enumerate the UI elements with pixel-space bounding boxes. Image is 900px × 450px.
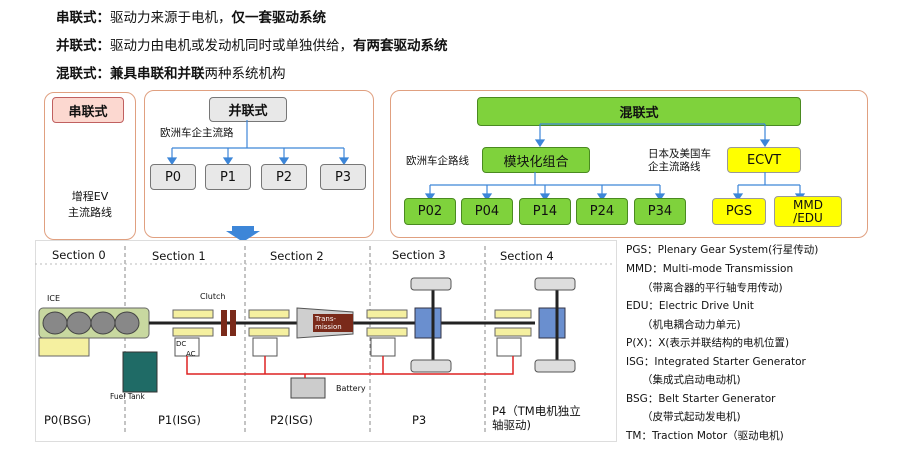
parallel-item-p1: P1 (205, 164, 251, 190)
ice-label: ICE (47, 294, 60, 303)
legend-mmd-note: （带离合器的平行轴专用传动) (642, 282, 783, 294)
position-p4: P4（TM电机独立 轴驱动) (492, 404, 581, 432)
intro-hybrid: 混联式：兼具串联和并联两种系统机构 (56, 62, 286, 82)
legend-px: P(X)：X(表示并联结构的电机位置) (626, 337, 790, 349)
hybrid-tree-lines (424, 123, 806, 200)
position-p0: P0(BSG) (44, 413, 92, 427)
parallel-title: 并联式 (209, 97, 287, 122)
hybrid-title: 混联式 (477, 97, 801, 126)
intro-parallel-text: 驱动力由电机或发动机同时或单独供给， (110, 38, 353, 54)
parallel-tree-lines (166, 120, 350, 166)
intro-parallel: 并联式：驱动力由电机或发动机同时或单独供给，有两套驱动系统 (56, 34, 448, 54)
parallel-item-p0: P0 (150, 164, 196, 190)
section-3-label: Section 3 (392, 248, 446, 262)
legend-edu-note: （机电耦合动力单元) (642, 319, 741, 331)
hybrid-item-p04: P04 (461, 198, 513, 225)
down-arrow-icon (226, 226, 260, 242)
legend-isg: ISG：Integrated Starter Generator (626, 356, 806, 368)
position-p2: P2(ISG) (270, 413, 313, 427)
dc-label: DC (176, 340, 187, 348)
intro-series-bold: 仅一套驱动系统 (231, 10, 327, 26)
legend-bsg-note: （皮带式起动发电机) (642, 411, 741, 423)
clutch-label: Clutch (200, 292, 226, 301)
series-title: 串联式 (52, 97, 124, 123)
hybrid-item-p24: P24 (576, 198, 628, 225)
hybrid-item-p34: P34 (634, 198, 686, 225)
section-2-label: Section 2 (270, 249, 324, 263)
hybrid-jp-route: 日本及美国车 企主流路线 (648, 148, 711, 173)
intro-parallel-label: 并联式： (56, 38, 110, 54)
legend-isg-note: （集成式启动电动机) (642, 374, 741, 386)
legend-bsg: BSG：Belt Starter Generator (626, 393, 776, 405)
legend-pgs: PGS：Plenary Gear System(行星传动) (626, 244, 819, 256)
series-note: 增程EV 主流路线 (68, 190, 112, 219)
section-1-label: Section 1 (152, 249, 206, 263)
hybrid-item-mmd-edu: MMD /EDU (774, 196, 842, 227)
parallel-item-p2: P2 (261, 164, 307, 190)
intro-series-text: 驱动力来源于电机， (110, 10, 232, 26)
intro-hybrid-label: 混联式： (56, 66, 110, 82)
ac-label: AC (186, 350, 196, 358)
hybrid-item-p02: P02 (404, 198, 456, 225)
section-4-label: Section 4 (500, 249, 554, 263)
position-p3: P3 (412, 413, 427, 427)
section-0-label: Section 0 (52, 248, 106, 262)
parallel-item-p3: P3 (320, 164, 366, 190)
intro-series: 串联式：驱动力来源于电机，仅一套驱动系统 (56, 6, 326, 26)
hybrid-ecvt-box: ECVT (727, 147, 801, 173)
powertrain-drawing (35, 246, 615, 434)
fuel-tank-label: Fuel Tank (110, 392, 145, 401)
intro-hybrid-bold: 兼具串联和并联 (110, 66, 205, 82)
intro-hybrid-text: 两种系统机构 (204, 66, 286, 82)
intro-parallel-bold: 有两套驱动系统 (353, 38, 448, 54)
hybrid-eu-route: 欧洲车企路线 (406, 155, 469, 167)
transmission-label: Trans- mission (315, 315, 342, 331)
legend-edu: EDU：Electric Drive Unit (626, 300, 754, 312)
hybrid-modular-box: 模块化组合 (482, 147, 590, 173)
legend-tm: TM：Traction Motor（驱动电机) (626, 430, 784, 442)
parallel-route-label: 欧洲车企主流路 (160, 127, 234, 139)
legend-mmd: MMD：Multi-mode Transmission (626, 263, 794, 275)
hybrid-item-pgs: PGS (712, 198, 766, 225)
position-p1: P1(ISG) (158, 413, 201, 427)
intro-series-label: 串联式： (56, 10, 110, 26)
battery-label: Battery (336, 384, 366, 393)
hybrid-item-p14: P14 (519, 198, 571, 225)
